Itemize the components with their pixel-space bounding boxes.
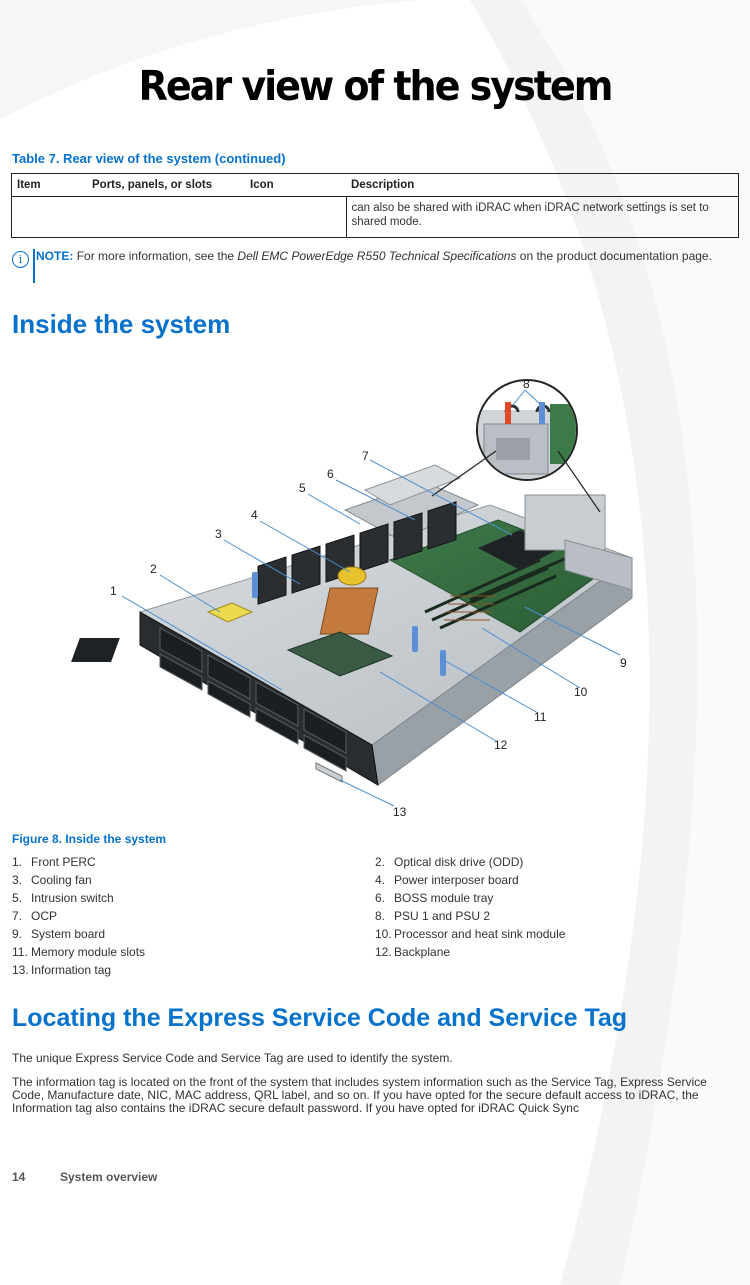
callout-13: 13 <box>393 805 407 819</box>
list-item: 3.Cooling fan <box>12 873 92 887</box>
callout-3: 3 <box>215 527 222 541</box>
page-number: 14 <box>12 1170 26 1184</box>
note-text-before: For more information, see the <box>76 249 238 263</box>
list-item: 7.OCP <box>12 909 58 923</box>
note-bar <box>33 249 35 283</box>
list-item: 6.BOSS module tray <box>375 891 494 905</box>
list-item: 1.Front PERC <box>12 855 96 869</box>
rear-view-table: Item Ports, panels, or slots Icon Descri… <box>11 173 739 238</box>
list-item: 5.Intrusion switch <box>12 891 114 905</box>
section-heading-inside: Inside the system <box>12 309 231 339</box>
information-tag <box>315 762 343 783</box>
note-lead: NOTE: <box>36 249 74 263</box>
cell-ports <box>87 196 245 238</box>
drive-bays <box>159 627 347 772</box>
page-footer: 14 System overview <box>12 1170 157 1184</box>
cell-description: can also be shared with iDRAC when iDRAC… <box>345 196 739 238</box>
callout-1: 1 <box>110 584 117 598</box>
figure-legend-right: 2.Optical disk drive (ODD) 4.Power inter… <box>375 853 565 961</box>
odd-label <box>206 602 254 623</box>
list-item: 12.Backplane <box>375 945 451 959</box>
paragraph-intro: The unique Express Service Code and Serv… <box>12 1051 453 1065</box>
callout-7: 7 <box>362 449 369 463</box>
callout-12: 12 <box>494 738 508 752</box>
list-item: 11.Memory module slots <box>12 945 146 959</box>
table-header-row: Item Ports, panels, or slots Icon Descri… <box>11 173 739 197</box>
callout-11: 11 <box>534 710 547 724</box>
callout-10: 10 <box>574 685 588 699</box>
paragraph-information-tag: The information tag is located on the fr… <box>12 1075 707 1115</box>
footer-section-title: System overview <box>60 1170 158 1184</box>
callout-5: 5 <box>299 481 306 495</box>
note-doc-title: Dell EMC PowerEdge R550 Technical Specif… <box>237 249 517 263</box>
list-item: 4.Power interposer board <box>375 873 519 887</box>
figure-caption: Figure 8. Inside the system <box>12 832 167 846</box>
table-caption: Table 7. Rear view of the system (contin… <box>12 151 286 166</box>
info-icon: i <box>12 251 29 268</box>
callout-2: 2 <box>150 562 157 576</box>
power-interposer <box>337 566 367 586</box>
list-item: 10.Processor and heat sink module <box>375 927 566 941</box>
list-item: 2.Optical disk drive (ODD) <box>375 855 524 869</box>
list-item: 9.System board <box>12 927 106 941</box>
inside-system-figure: 8 7 6 5 4 3 2 1 9 10 11 12 13 <box>71 377 634 819</box>
cell-icon <box>245 196 346 238</box>
callout-4: 4 <box>251 508 258 522</box>
column-header-ports: Ports, panels, or slots <box>87 173 245 197</box>
column-header-item: Item <box>11 173 87 197</box>
note-text: NOTE: For more information, see the Dell… <box>36 247 736 265</box>
page-banner-title: Rear view of the system <box>138 62 614 110</box>
table-row: can also be shared with iDRAC when iDRAC… <box>11 196 739 238</box>
note-text-after: on the product documentation page. <box>516 249 712 263</box>
figure-legend-left: 1.Front PERC 3.Cooling fan 5.Intrusion s… <box>12 853 145 979</box>
callout-9: 9 <box>620 656 627 670</box>
list-item: 13.Information tag <box>12 963 112 977</box>
heat-sink <box>319 587 379 635</box>
section-heading-locating: Locating the Express Service Code and Se… <box>12 1004 628 1032</box>
column-header-description: Description <box>346 173 739 197</box>
callout-6: 6 <box>327 467 334 481</box>
callout-8: 8 <box>523 377 530 391</box>
list-item: 8.PSU 1 and PSU 2 <box>375 909 491 923</box>
column-header-icon: Icon <box>245 173 346 197</box>
front-perc <box>286 631 394 677</box>
cell-item <box>11 196 87 238</box>
